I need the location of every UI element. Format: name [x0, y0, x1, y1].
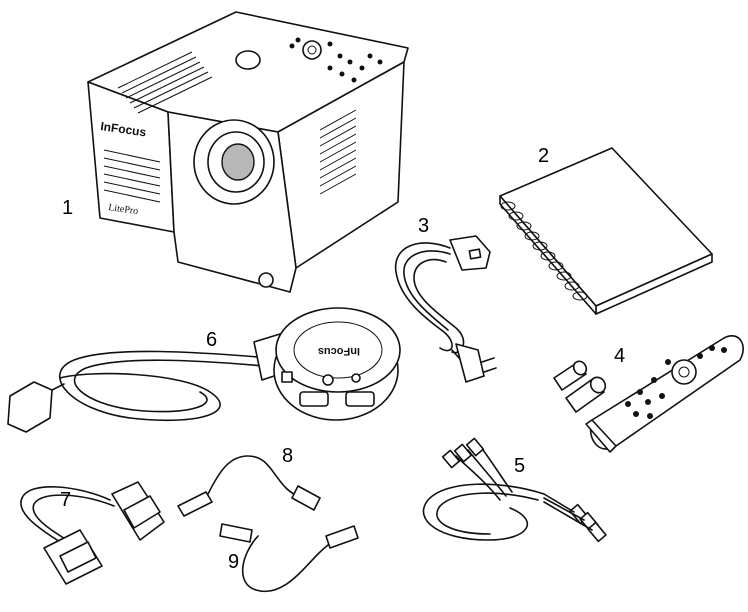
callout-5: 5: [514, 455, 526, 477]
projector-logo: InFocus: [100, 119, 148, 139]
spiral-binding: [500, 201, 588, 301]
audio-video-cable: [422, 437, 607, 543]
video-port-icon: [351, 373, 361, 383]
vga-port-icon-2: [345, 391, 375, 407]
plug-icon: [455, 343, 485, 383]
badge-icon: [258, 272, 274, 288]
callout-2: 2: [538, 145, 550, 167]
connector-icon-4: [325, 525, 359, 549]
cable-end-connector-icon: [7, 381, 53, 433]
control-keypad: [289, 37, 383, 83]
side-vents: [319, 109, 357, 195]
front-vents: [103, 149, 161, 203]
remote-and-batteries: [553, 335, 744, 453]
connector-icon-3: [219, 523, 253, 543]
usb-port-icon: [281, 371, 293, 383]
battery-icon-2: [565, 376, 607, 413]
callout-6: 6: [206, 329, 218, 351]
projector-model-label: LitePro: [108, 202, 139, 217]
battery-icon: [553, 360, 588, 391]
connector-icon: [177, 491, 213, 517]
vga-port-icon: [299, 391, 329, 407]
callout-1: 1: [62, 197, 74, 219]
rca-plug-icon: [441, 437, 485, 469]
vga-adapter-cable: [20, 481, 165, 585]
power-cord: [394, 235, 497, 383]
power-button-icon: [235, 50, 261, 70]
connector-module: InFocus: [7, 307, 401, 433]
cable-9: [219, 523, 359, 593]
callout-4: 4: [614, 345, 626, 367]
callout-8: 8: [282, 445, 294, 467]
callout-3: 3: [418, 215, 430, 237]
callout-7: 7: [60, 489, 72, 511]
projector: InFocus LitePro: [87, 11, 409, 293]
directional-pad-icon: [671, 359, 697, 385]
audio-port-icon: [322, 374, 334, 386]
user-manual: [499, 147, 713, 315]
top-vents: [117, 51, 213, 114]
lens-icon: [193, 119, 275, 205]
callout-9: 9: [228, 551, 240, 573]
cable-8: [177, 455, 321, 517]
module-logo: InFocus: [318, 345, 360, 357]
remote-control: [585, 335, 744, 453]
connector-icon-2: [291, 485, 321, 511]
rca-plug-icon-2: [569, 503, 607, 543]
